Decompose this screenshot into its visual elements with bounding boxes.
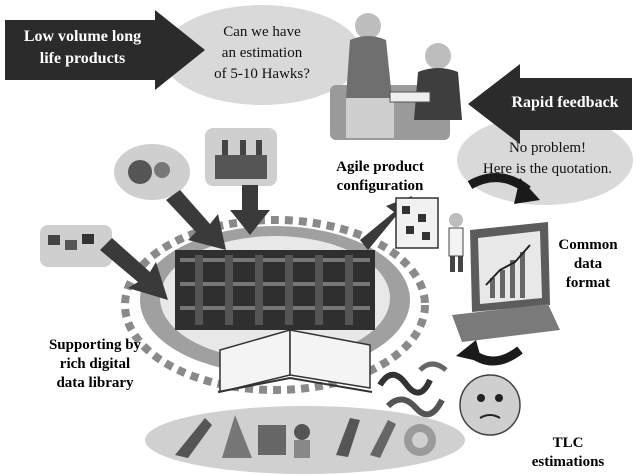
arrow-from-factory	[230, 185, 270, 235]
question-line-2: an estimation	[221, 45, 303, 61]
common-line-2: data	[573, 256, 603, 272]
agile-line-1: Agile product	[336, 159, 424, 175]
library-dashed-ring	[121, 216, 429, 394]
agile-config-illustration	[395, 197, 464, 272]
answer-text: No problem! Here is the quotation.	[465, 138, 630, 180]
rapid-feedback-label: Rapid feedback	[511, 94, 619, 111]
component-thumb-1	[40, 225, 112, 267]
question-line-1: Can we have	[223, 24, 301, 40]
agile-line-2: configuration	[336, 178, 424, 194]
library-bookshelf	[175, 250, 375, 330]
arrow-from-thumb-2	[166, 190, 226, 250]
factory-thumb	[205, 128, 277, 186]
common-format-label: Common data format	[548, 236, 628, 293]
low-volume-banner-arrow	[5, 10, 205, 90]
component-thumb-2	[114, 144, 190, 200]
question-text: Can we have an estimation of 5-10 Hawks?	[192, 22, 332, 85]
thinking-face	[459, 374, 521, 436]
low-volume-banner: Low volume long life products	[10, 26, 155, 70]
laptop-chart-illustration	[452, 222, 560, 342]
tools-icons	[175, 415, 436, 458]
open-book	[217, 329, 373, 393]
supporting-line-2: rich digital	[59, 356, 131, 372]
rapid-feedback-banner-arrow	[468, 64, 632, 144]
answer-line-2: Here is the quotation.	[482, 161, 613, 177]
common-line-1: Common	[558, 237, 618, 253]
question-line-3: of 5-10 Hawks?	[214, 66, 310, 82]
tlc-line-1: TLC	[552, 435, 584, 451]
arrow-from-thumb-1	[100, 238, 168, 300]
common-line-3: format	[565, 275, 611, 291]
agile-label: Agile product configuration	[320, 158, 440, 196]
low-volume-line-1: Low volume long	[23, 28, 142, 45]
tlc-line-2: estimations	[531, 454, 605, 470]
answer-line-1: No problem!	[508, 140, 587, 156]
tlc-label: TLC estimations	[518, 434, 618, 472]
supporting-line-1: Supporting by	[48, 337, 142, 353]
supporting-label: Supporting by rich digital data library	[30, 336, 160, 393]
confused-scribbles	[377, 361, 448, 418]
question-bubble	[162, 5, 362, 105]
supporting-line-3: data library	[56, 375, 134, 391]
low-volume-line-2: life products	[39, 50, 126, 67]
meeting-illustration	[330, 13, 462, 140]
rapid-feedback-banner: Rapid feedback	[500, 92, 630, 114]
